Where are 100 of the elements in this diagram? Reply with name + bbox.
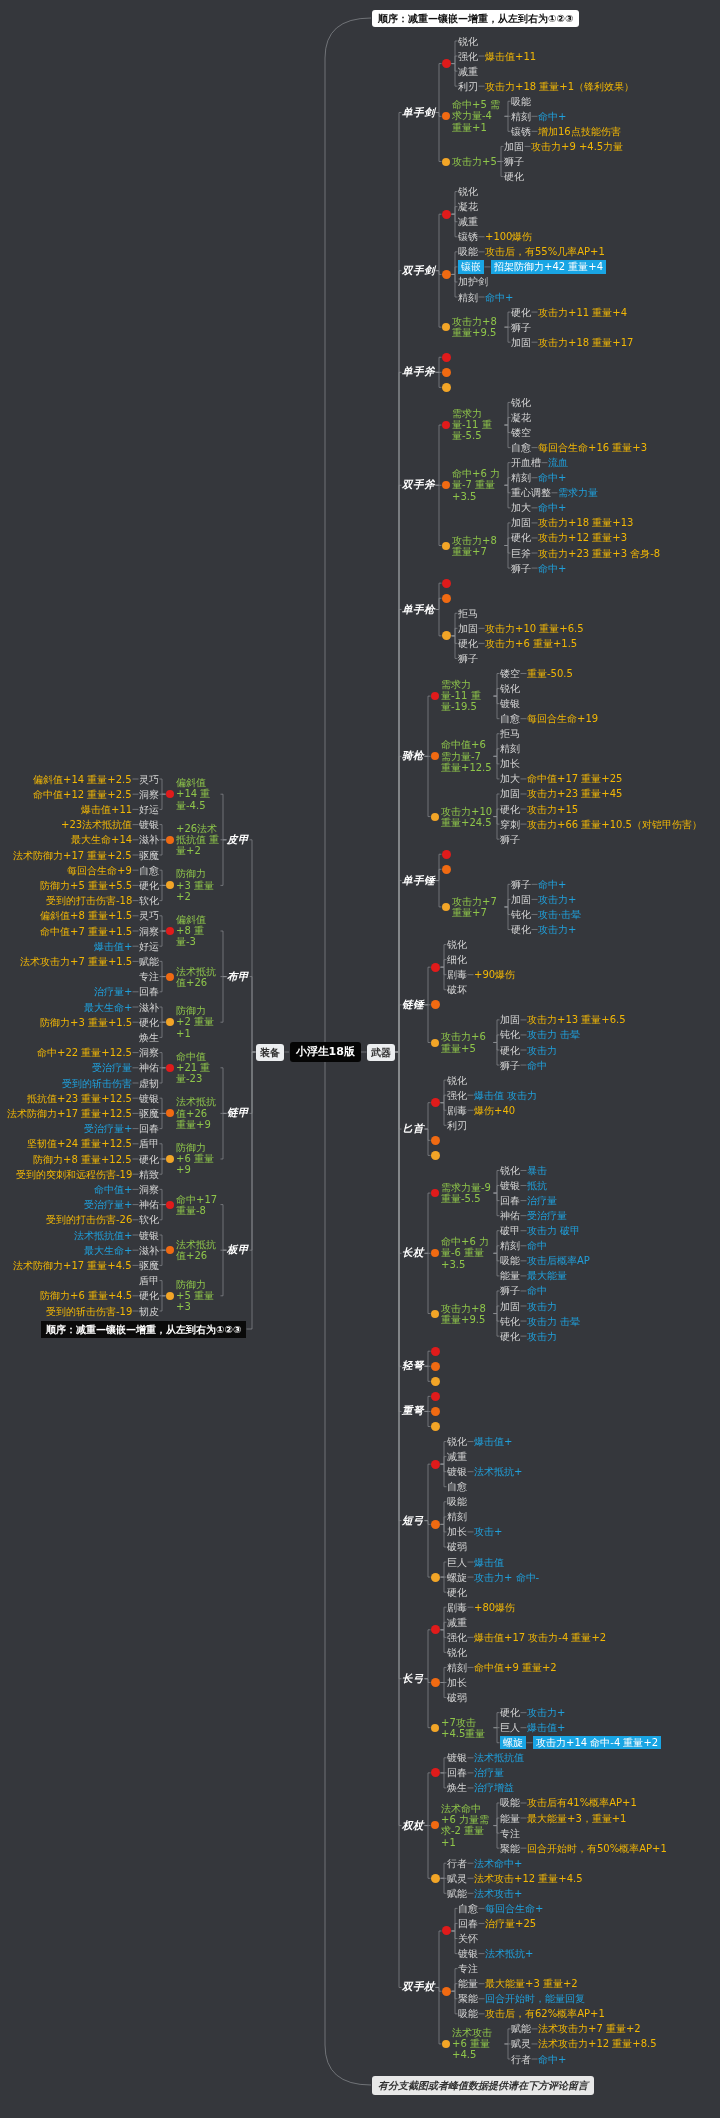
attribute-label: 神佑 [500,1210,520,1222]
effect-text: 攻击力+ [538,924,577,936]
priority-marker [431,1678,440,1687]
attribute-label: 灵巧 [139,773,159,785]
attribute-label: 洞察 [139,788,159,800]
connector-line [478,1953,485,1954]
category-label: 双手剑 [402,264,435,277]
connector-line [435,270,442,328]
connector-line [159,793,166,810]
attribute-label: 洞察 [139,1047,159,1059]
attribute-label: 巨斧 [511,547,531,559]
effect-text: 攻击力 击晕 [527,1029,581,1041]
attribute-label: 能量 [500,1270,520,1282]
connector-line [478,643,485,644]
connector-line [451,274,458,298]
priority-marker [442,1926,451,1936]
connector-line [424,1192,431,1254]
connector-line [526,1742,533,1744]
attribute-label: 驱魔 [139,1107,159,1120]
priority-marker [431,1391,440,1401]
effect-text: 攻击力+ [538,893,577,906]
effect-text: 最大能量+3 重量+2 [485,1978,578,1990]
attribute-label: 软化 [139,895,159,907]
effect-text: 攻击·击晕 [538,908,582,921]
attribute-label: 加大 [500,773,520,785]
connector-line [249,976,256,1053]
connector-line [451,1983,458,1992]
priority-marker [442,269,451,279]
attribute-label: 神佑 [139,1199,159,1211]
connector-line [504,417,511,426]
connector-line [504,115,511,132]
attribute-label: 赋灵 [447,1872,467,1884]
attribute-label: 硬化 [500,1707,520,1719]
attribute-label: 巨人 [447,1556,467,1568]
attribute-label: 加固 [500,788,520,800]
attribute-label: 滋补 [139,1244,159,1256]
connector-line [478,2013,485,2015]
effect-text: 法术防御力+17 重量+12.5 [7,1107,132,1120]
stat-text: 防御力+6 重量+9 [176,1142,215,1176]
connector-line [159,930,166,947]
attribute-label: 加固 [504,140,524,153]
connector-line [220,839,227,886]
attribute-label: 狮子 [511,878,531,890]
highlight-box: 攻击力+14 命中-4 重量+2 [533,1736,662,1750]
connector-line [440,1516,447,1525]
attribute-label: 钝化 [511,908,531,921]
connector-line [531,929,538,930]
connector-line [478,1983,485,1985]
attribute-label: 韧皮 [139,1305,159,1317]
connector-line [551,492,558,494]
connector-line [520,1275,527,1277]
effect-text: 法术抵抗+ [485,1948,534,1960]
connector-line [220,1113,227,1160]
connector-line [493,1305,500,1314]
connector-line [531,522,538,524]
effect-text: 攻击后，有55%几率AP+1 [485,246,605,258]
connector-line [132,1052,139,1053]
attribute-label: 回春 [458,1917,478,1930]
connector-line [520,1170,527,1171]
stat-text: 攻击力+5 [452,155,497,168]
attribute-label: 赋灵 [511,2038,531,2050]
connector-line [132,809,139,810]
attribute-label: 穿刺 [500,818,520,830]
connector-line [520,778,527,780]
connector-line [220,1204,227,1251]
effect-text: 每回合生命+9 [67,864,132,876]
connector-line [467,1576,474,1578]
attribute-label: 镂空 [500,668,520,680]
connector-line [159,1234,166,1251]
connector-line [132,1249,139,1251]
connector-line [159,961,166,977]
attribute-label: 锐化 [500,1164,520,1177]
attribute-label: 盾甲 [139,1138,159,1150]
effect-text: 抵抗 [527,1180,547,1192]
connector-line [424,1520,431,1578]
connector-line [435,597,442,610]
category-label: 权杖 [402,1819,424,1832]
attribute-label: 减重 [447,1616,467,1628]
connector-line [504,2028,511,2045]
connector-line [424,1350,431,1367]
effect-text: 坚韧值+24 重量+12.5 [27,1138,132,1150]
connector-line [520,1320,527,1322]
connector-line [504,899,511,908]
effect-text: 命中+ [538,472,567,484]
priority-marker [442,209,451,219]
connector-line [132,1204,139,1205]
effect-text: 攻击力 破甲 [527,1225,581,1237]
stat-text: 防御力+3 重量+2 [176,868,215,902]
attribute-label: 钝化 [500,1315,520,1327]
effect-text: 防御力+6 重量+4.5 [40,1290,133,1302]
connector-line [520,718,527,720]
attribute-label: 回春 [139,986,159,998]
priority-marker [442,59,451,69]
attribute-label: 聚能 [458,1993,478,2005]
connector-line [440,966,447,991]
attribute-label: 回春 [447,1767,467,1779]
attribute-label: 关怀 [458,1933,478,1945]
attribute-label: 锐化 [447,939,467,951]
attribute-label: 狮子 [511,562,531,574]
category-label: 轻弩 [402,1360,424,1372]
